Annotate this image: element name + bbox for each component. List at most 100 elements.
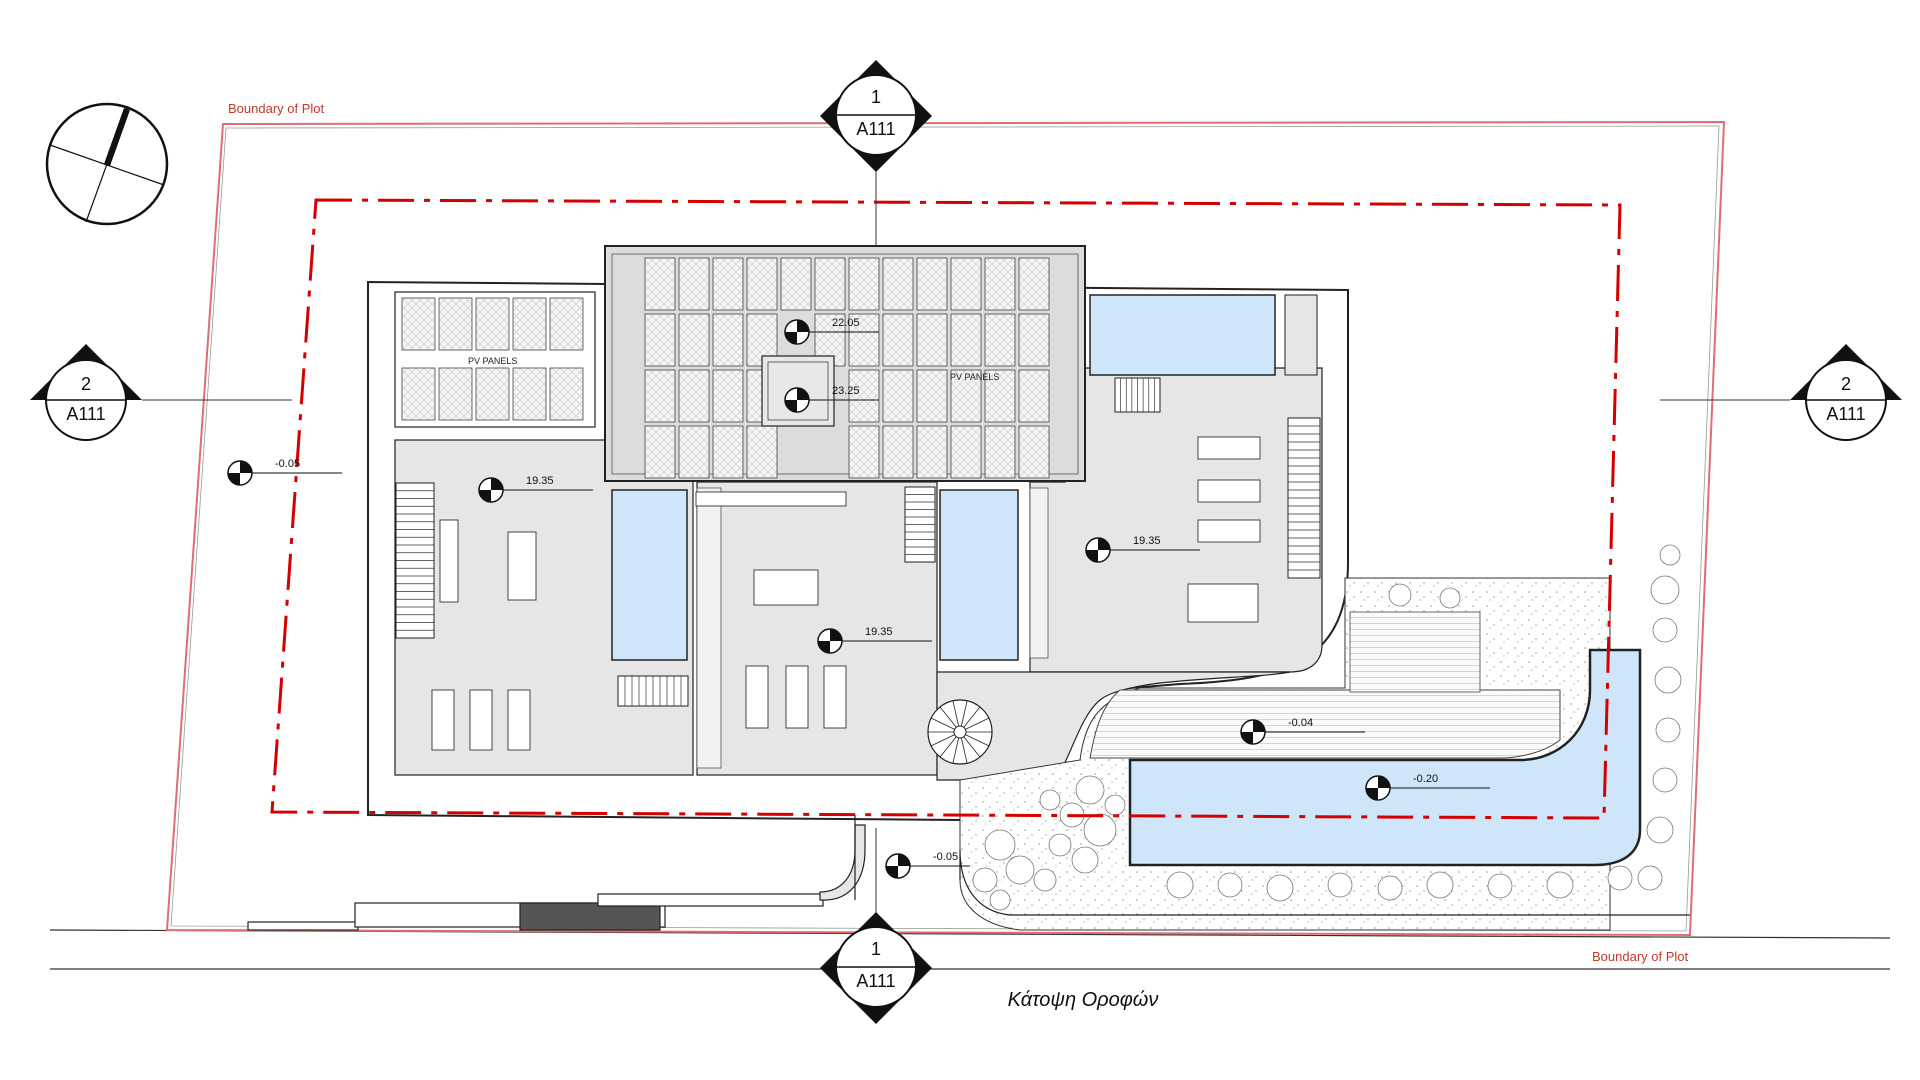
pv-panel [1018,425,1050,479]
shrub-icon [1388,583,1412,607]
pv-panel [401,367,436,421]
shrub-icon [1655,717,1681,743]
pv-panel [678,425,710,479]
pv-panel [1018,313,1050,367]
shrub-icon [1654,666,1682,694]
shrub-icon [1650,575,1680,605]
section-sheet: A111 [856,119,895,139]
north-arrow-icon [45,102,169,226]
pv-panel [746,425,778,479]
pv-panel [814,257,846,311]
pv-panel [746,257,778,311]
pv-panel [984,369,1016,423]
section-number: 2 [1841,374,1851,394]
pv-panel [848,369,880,423]
shrub-icon [1377,875,1403,901]
level-marker-deck: -0.04 [1240,717,1365,745]
section-sheet: A111 [1826,404,1865,424]
pv-panel [984,425,1016,479]
shrub-icon [1652,767,1678,793]
shrub-icon [984,829,1016,861]
setback-line [270,198,1622,820]
pv-panel [882,425,914,479]
pv-panel [475,367,510,421]
shrub-icon [1048,833,1072,857]
pv-panel [712,257,744,311]
pv-panel [678,257,710,311]
level-value: -0.05 [933,851,958,863]
pv-panel [644,369,676,423]
pv-panel [882,313,914,367]
stair-center [904,486,936,563]
pv-panel [512,297,547,351]
pv-panel [950,369,982,423]
shrub-icon [1005,855,1035,885]
shrub-icon [1659,544,1681,566]
section-marker-bottom: 1 A111 [820,912,932,1024]
pv-panel [438,297,473,351]
boundary-label-top: Boundary of Plot [228,101,325,116]
pv-panel [549,367,584,421]
pv-panel [512,367,547,421]
shrub-icon [1546,871,1574,899]
pv-panels-left [394,291,596,428]
level-marker-ground-west: -0.05 [227,458,342,486]
level-value: 22.05 [832,317,860,329]
shrub-icon [1637,865,1663,891]
shrub-icon [1071,846,1099,874]
shrub-icon [989,889,1011,911]
shrub-icon [1327,872,1353,898]
pv-panel [644,425,676,479]
stair-right-side [1287,417,1321,579]
shrub-icon [1487,873,1513,899]
level-marker-entrance: -0.05 [885,851,970,879]
section-number: 2 [81,374,91,394]
shrub-icon [1039,789,1061,811]
pv-panel [644,313,676,367]
front-walls [247,815,1690,931]
pv-panel [950,313,982,367]
roof-block-center [604,245,1086,482]
planter-strips [696,487,1049,769]
section-number: 1 [871,87,881,107]
upper-pools [611,294,1318,661]
section-sheet: A111 [856,971,895,991]
stair-right-top [1114,377,1161,413]
section-marker-top: 1 A111 [820,60,932,172]
section-number: 1 [871,939,881,959]
pv-label-left: PV PANELS [468,356,517,366]
level-value: 19.35 [865,626,893,638]
level-value: -0.20 [1413,773,1438,785]
level-value: -0.05 [275,458,300,470]
pv-panel [1018,369,1050,423]
level-marker-terrace-right: 19.35 [1085,535,1200,563]
pv-panel [882,369,914,423]
stair-lower [617,675,689,707]
pv-panel [950,425,982,479]
pv-panel [916,313,948,367]
level-marker-terrace-left: 19.35 [478,475,593,503]
spiral-stair-icon [927,699,993,765]
pv-panel [848,313,880,367]
pv-panel [644,257,676,311]
shrub-icon [1646,816,1674,844]
shrub-icon [972,867,998,893]
pv-panel [882,257,914,311]
section-sheet: A111 [66,404,105,424]
drawing-title: Κάτοψη Οροφών [1008,989,1159,1011]
level-value: 19.35 [526,475,554,487]
pv-panel [950,257,982,311]
pv-panel [780,257,812,311]
level-marker-terrace-center: 19.35 [817,626,932,654]
pv-label-center: PV PANELS [950,372,999,382]
shrub-icon [1426,871,1454,899]
pv-panel [401,297,436,351]
shrub-icon [1166,871,1194,899]
pv-panel [916,425,948,479]
pv-panel [712,313,744,367]
stair-left [395,482,435,639]
shrub-icon [1607,865,1633,891]
pv-panel [678,313,710,367]
section-marker-right: 2 A111 [1790,344,1902,441]
pv-panel [848,257,880,311]
